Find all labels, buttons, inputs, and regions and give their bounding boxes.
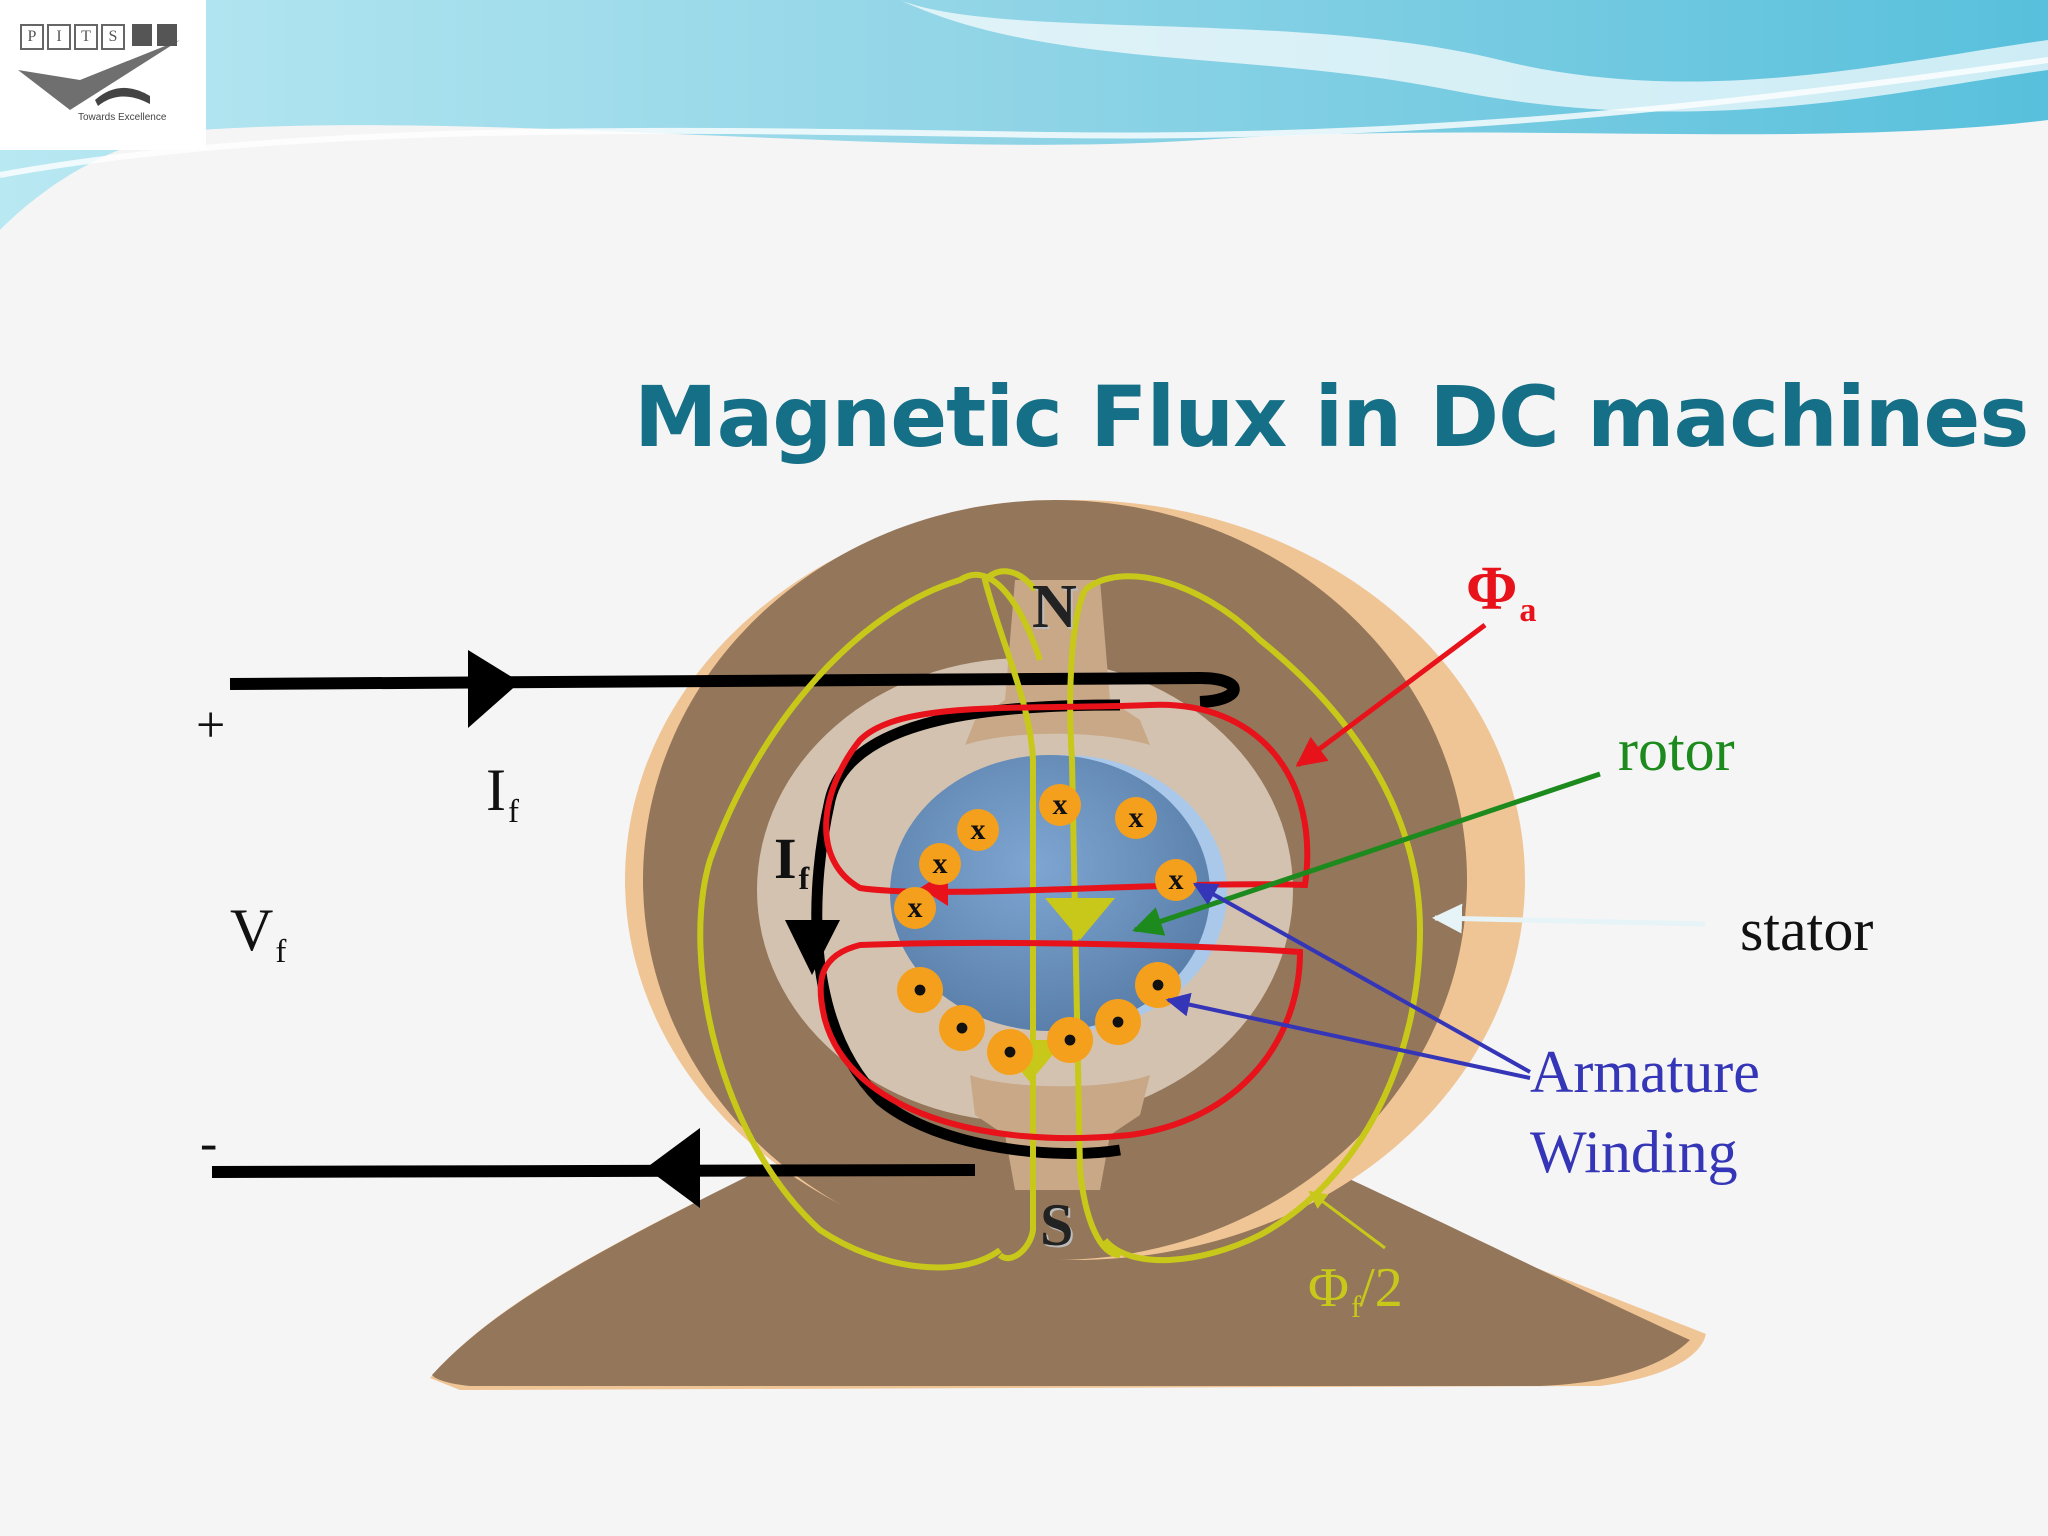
conductor-mark-dot: • (1150, 962, 1166, 1008)
conductor-x (894, 887, 936, 929)
field-flux-arrow-mid (1045, 898, 1115, 940)
field-flux-label: Φf/2 (1308, 1257, 1403, 1322)
header-wave (0, 0, 2048, 230)
field-winding-bottom (211, 1164, 976, 1178)
armature-winding-pointer-lower (1165, 992, 1531, 1080)
logo-letter: S (101, 24, 125, 50)
field-flux-pointer (1308, 1190, 1386, 1250)
field-flux-line-left-inner (981, 568, 1038, 1262)
conductors-into-page (894, 784, 1197, 929)
logo-letter: P (20, 24, 44, 50)
field-current-arrow-inner (785, 920, 840, 975)
conductor-mark-x: x (932, 847, 948, 880)
logo-arch-icon (95, 87, 150, 106)
conductor-mark-x: x (1052, 788, 1068, 821)
field-voltage-symbol: V (230, 897, 274, 963)
field-current-label: If (486, 757, 519, 828)
conductor-x (1115, 797, 1157, 839)
conductor-mark-dot: • (912, 967, 928, 1013)
field-current-symbol: I (486, 757, 506, 823)
minus-terminal-label: - (200, 1115, 218, 1172)
stator-pointer (1432, 903, 1706, 934)
rotor-label: rotor (1618, 717, 1735, 783)
field-current-inner-symbol: I (774, 826, 797, 891)
logo-letter: I (47, 24, 71, 50)
field-flux-suffix: /2 (1359, 1257, 1403, 1319)
conductor-mark-x: x (1128, 801, 1144, 834)
field-voltage-label: Vf (230, 897, 286, 968)
conductor-mark-dot: • (1110, 999, 1126, 1045)
north-pole-label: N (1032, 573, 1077, 641)
plus-terminal-label: + (196, 697, 226, 754)
stator-label: stator (1740, 897, 1874, 963)
armature-winding-label-line1: Armature (1530, 1039, 1760, 1105)
field-current-inner-label: If (774, 830, 809, 895)
conductor-mark-x: x (1168, 863, 1184, 896)
logo-letter: T (74, 24, 98, 50)
header-wave-line (0, 57, 2048, 178)
field-flux-line-right-inner (1067, 588, 1121, 1258)
field-flux-line-left-outer (697, 571, 1043, 1271)
armature-flux-loop-upper (823, 701, 1311, 895)
conductor-dot (1095, 999, 1141, 1045)
conductor-dot (987, 1029, 1033, 1075)
logo-block (157, 24, 177, 46)
conductor-x (919, 843, 961, 885)
field-winding-top (229, 671, 1240, 708)
armature-winding-label-line2: Winding (1530, 1119, 1738, 1185)
field-flux-symbol: Φ (1308, 1257, 1349, 1319)
south-pole-shoe (970, 1075, 1150, 1190)
machine-base (432, 1170, 1690, 1386)
slide-title: Magnetic Flux in DC machines (634, 368, 2029, 466)
field-current-inner-subscript: f (798, 861, 810, 897)
logo-letters: P I T S (20, 24, 177, 50)
conductor-x (957, 809, 999, 851)
conductor-dot (897, 967, 943, 1013)
armature-flux-symbol: Φ (1466, 555, 1518, 623)
armature-flux-subscript: a (1519, 591, 1537, 629)
armature-winding-pointer-upper (1192, 882, 1531, 1074)
logo-block (132, 24, 152, 46)
conductor-mark-dot: • (1002, 1029, 1018, 1075)
conductor-x (1039, 784, 1081, 826)
armature-flux-label: Φa (1466, 555, 1536, 627)
conductor-dot (1047, 1017, 1093, 1063)
field-current-subscript: f (507, 793, 519, 830)
conductor-mark-x: x (970, 813, 986, 846)
field-current-arrow-top (468, 650, 520, 728)
conductor-x (1155, 859, 1197, 901)
south-pole-label: S (1040, 1192, 1074, 1258)
logo-swoosh-icon (18, 40, 180, 110)
field-flux-line-right-outer (1083, 573, 1424, 1264)
conductor-mark-dot: • (954, 1005, 970, 1051)
logo-tagline: Towards Excellence (78, 112, 167, 123)
armature-flux-loop-lower (817, 939, 1304, 1142)
armature-flux-pointer (1295, 622, 1487, 768)
conductor-mark-dot: • (1062, 1017, 1078, 1063)
field-flux-subscript: f (1350, 1289, 1362, 1324)
conductor-mark-x: x (907, 891, 923, 924)
header-wave-highlight (900, 0, 2048, 112)
field-voltage-subscript: f (275, 933, 287, 970)
field-current-arrow-bottom (646, 1128, 700, 1208)
conductor-dot (939, 1005, 985, 1051)
